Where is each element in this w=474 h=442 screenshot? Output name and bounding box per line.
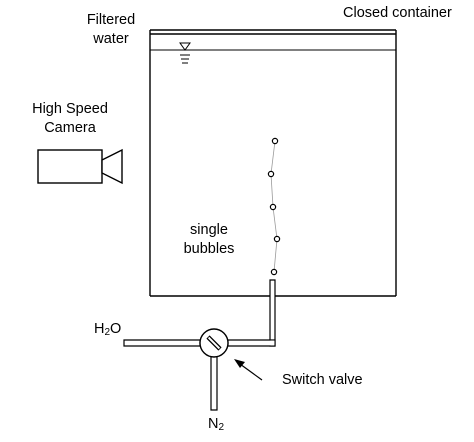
h2o-label: H2O (94, 321, 121, 338)
bubble (270, 268, 278, 276)
switch-valve-label: Switch valve (282, 372, 363, 388)
bubble (269, 203, 277, 211)
switch-valve-icon (199, 328, 229, 358)
h2o-label-subscript: 2 (104, 327, 110, 338)
outlet-pipe (227, 339, 276, 347)
bubble (267, 170, 275, 178)
nozzle-pipe (269, 279, 276, 347)
bubbles-label-line2: bubbles (184, 241, 235, 257)
valve-pointer-arrow (234, 359, 263, 381)
h2o-label-main: H (94, 321, 104, 337)
filtered-water-label-line2: water (92, 31, 129, 47)
h2o-label-tail: O (110, 321, 121, 337)
n2-label-main: N (208, 416, 218, 432)
camera-label-line1: High Speed (32, 101, 108, 117)
bubble (271, 137, 279, 145)
nitrogen-inlet-pipe (210, 355, 218, 411)
filtered-water-label-line1: Filtered (87, 12, 135, 28)
water-inlet-pipe (123, 339, 201, 347)
n2-label: N2 (208, 416, 224, 433)
bubble (273, 235, 281, 243)
pipe-joint (270, 340, 275, 346)
video-camera-icon (37, 148, 123, 185)
bubble-trajectory (267, 137, 281, 276)
camera-label-line2: Camera (44, 120, 97, 136)
n2-label-subscript: 2 (218, 422, 224, 433)
bubbles-label-line1: single (190, 222, 228, 238)
closed-container-label: Closed container (343, 5, 452, 21)
water-level-triangle-icon (179, 42, 191, 64)
